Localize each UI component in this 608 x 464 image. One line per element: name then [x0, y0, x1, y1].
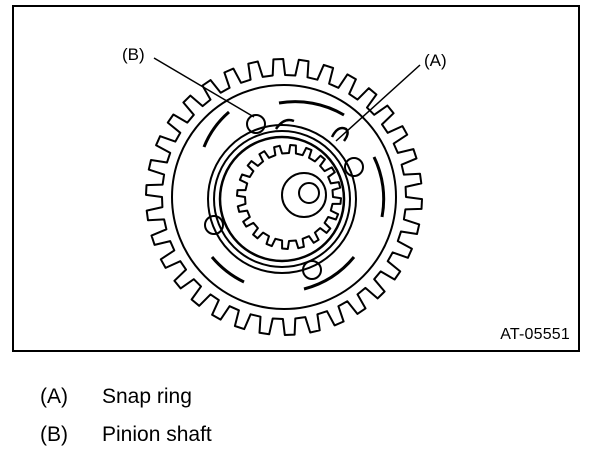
outer-ring-teeth [145, 58, 423, 336]
leader-line-b [153, 57, 255, 118]
carrier-slot [303, 256, 356, 291]
hub-inner [298, 182, 320, 204]
legend-text: Snap ring [102, 385, 192, 408]
pinion-shaft [246, 114, 266, 134]
legend-row-b: (B) Pinion shaft [40, 416, 212, 454]
carrier-inner-ring [213, 130, 351, 268]
outer-ring-inner-edge [171, 84, 397, 310]
legend-key: (B) [40, 423, 68, 446]
callout-a: (A) [424, 51, 447, 70]
snap-ring-end [330, 126, 349, 142]
leader-line-a [335, 64, 421, 142]
hub-outer [281, 172, 327, 218]
carrier-slot [210, 256, 245, 284]
snap-ring [218, 135, 346, 263]
snap-ring-end [274, 118, 295, 130]
gear-assembly-drawing [145, 57, 423, 336]
pinion-shaft [204, 215, 224, 235]
carrier-slot [372, 156, 386, 218]
diagram-frame: (A) (B) AT-05551 [12, 5, 580, 352]
carrier-outer-ring [207, 124, 357, 274]
sun-gear-teeth [236, 144, 342, 250]
legend: (A) Snap ring (B) Pinion shaft [40, 378, 212, 454]
pinion-shaft [344, 157, 364, 177]
legend-row-a: (A) Snap ring [40, 378, 212, 416]
carrier-slot [202, 110, 230, 148]
legend-text: Pinion shaft [102, 423, 212, 446]
legend-key: (A) [40, 385, 68, 408]
pinion-shaft [302, 260, 322, 280]
carrier-slot [278, 100, 345, 117]
callout-b: (B) [122, 45, 145, 64]
figure-id: AT-05551 [500, 326, 570, 343]
